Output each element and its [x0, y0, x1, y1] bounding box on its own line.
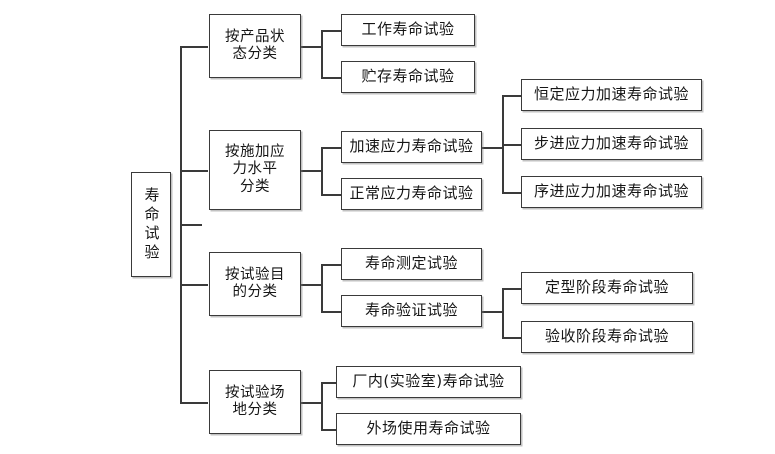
connector-branch-3-stub — [301, 284, 323, 286]
connector-root-to-branch-3 — [180, 284, 208, 286]
node-acceptance-stage-life-test[interactable]: 验收阶段寿命试验 — [521, 321, 693, 353]
connector-branch-3-to-child-1 — [321, 264, 342, 266]
connector-accel-to-grandchild-2 — [502, 144, 523, 146]
node-branch-by-test-site[interactable]: 按试验场 地分类 — [209, 370, 301, 434]
connector-root-to-branch-2 — [180, 170, 208, 172]
node-step-stress-accelerated-life-test[interactable]: 步进应力加速寿命试验 — [521, 128, 702, 160]
connector-root-to-branch-1 — [180, 46, 208, 48]
node-constant-stress-accelerated-life-test[interactable]: 恒定应力加速寿命试验 — [521, 79, 702, 111]
connector-accel-stub — [482, 147, 504, 149]
node-root-life-test[interactable]: 寿命试验 — [131, 172, 171, 277]
node-accelerated-stress-life-test[interactable]: 加速应力寿命试验 — [341, 131, 482, 163]
connector-root-spine — [180, 46, 182, 403]
connector-branch-3-to-child-2 — [321, 311, 342, 313]
node-life-measurement-test[interactable]: 寿命测定试验 — [341, 248, 482, 280]
connector-verify-stub — [482, 311, 504, 313]
node-branch-by-product-state[interactable]: 按产品状 态分类 — [209, 14, 301, 78]
node-field-use-life-test[interactable]: 外场使用寿命试验 — [336, 413, 521, 445]
node-in-plant-laboratory-life-test[interactable]: 厂内(实验室)寿命试验 — [336, 366, 521, 398]
connector-root-to-branch-4 — [180, 402, 208, 404]
connector-branch-1-to-child-1 — [321, 30, 342, 32]
connector-branch-1-to-child-2 — [321, 77, 342, 79]
node-progressive-stress-accelerated-life-test[interactable]: 序进应力加速寿命试验 — [521, 176, 702, 208]
connector-branch-2-stub — [301, 170, 323, 172]
connector-branch-2-to-child-2 — [321, 194, 342, 196]
node-normal-stress-life-test[interactable]: 正常应力寿命试验 — [341, 178, 482, 210]
node-working-life-test[interactable]: 工作寿命试验 — [341, 14, 475, 46]
connector-branch-2-to-child-1 — [321, 147, 342, 149]
node-storage-life-test[interactable]: 贮存寿命试验 — [341, 61, 475, 93]
connector-branch-4-to-child-2 — [321, 429, 337, 431]
node-life-verification-test[interactable]: 寿命验证试验 — [341, 295, 482, 327]
node-branch-by-test-purpose[interactable]: 按试验目 的分类 — [209, 252, 301, 316]
connector-verify-spine — [502, 288, 504, 338]
connector-accel-to-grandchild-3 — [502, 192, 523, 194]
connector-verify-to-grandchild-1 — [502, 288, 523, 290]
connector-branch-1-stub — [301, 46, 323, 48]
connector-branch-4-to-child-1 — [321, 382, 337, 384]
connector-branch-2-spine — [321, 147, 323, 195]
connector-branch-3-spine — [321, 264, 323, 312]
connector-accel-to-grandchild-1 — [502, 95, 523, 97]
node-branch-by-stress-level[interactable]: 按施加应 力水平 分类 — [209, 130, 301, 210]
connector-branch-4-stub — [301, 402, 323, 404]
connector-branch-4-spine — [321, 382, 323, 430]
node-finalization-stage-life-test[interactable]: 定型阶段寿命试验 — [521, 272, 693, 304]
connector-verify-to-grandchild-2 — [502, 337, 523, 339]
connector-branch-1-spine — [321, 30, 323, 78]
connector-root-stub — [180, 224, 202, 226]
